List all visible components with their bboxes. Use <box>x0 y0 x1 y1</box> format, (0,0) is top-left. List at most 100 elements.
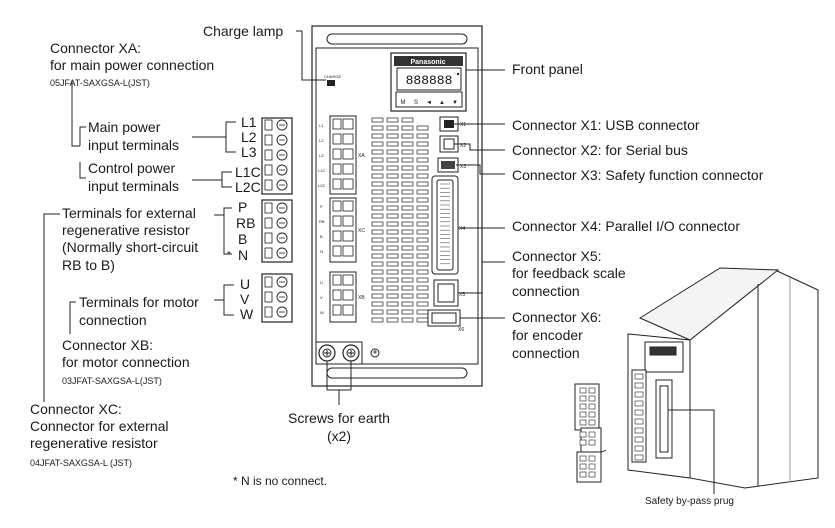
x1-label: Connector X1: USB connector <box>512 117 700 133</box>
ext-res-label-2: regenerative resistor <box>62 222 190 238</box>
terminal-l1: L1 <box>241 114 257 130</box>
iso-plug-pin <box>588 411 596 418</box>
iso-plug-pin <box>579 419 587 426</box>
x3-label: Connector X3: Safety function connector <box>512 167 764 183</box>
iso-pin <box>634 445 644 452</box>
pin-u: U <box>320 280 323 285</box>
iso-plug-pin <box>588 439 596 446</box>
vent-slot <box>386 253 399 259</box>
x5-label-1: Connector X5: <box>512 248 602 264</box>
ext-res-label-4: RB to B) <box>62 257 115 273</box>
vent-slot <box>371 157 384 163</box>
front-panel: Panasonic 888888 M S ◄ ▲ ▼ <box>390 52 467 112</box>
vent-slot <box>401 157 414 163</box>
device-pin-socket <box>342 118 354 130</box>
vent-slot <box>386 229 399 235</box>
plug-latch <box>264 179 273 191</box>
terminal-l3: L3 <box>241 144 257 160</box>
vent-slot <box>416 165 429 171</box>
iso-plug-pin <box>579 463 587 470</box>
vent-slot <box>401 317 414 323</box>
vent-slot <box>371 245 384 251</box>
vent-slot <box>416 181 429 187</box>
device-pin <box>332 133 342 145</box>
iso-pin <box>634 427 644 434</box>
vent-slot <box>401 261 414 267</box>
shift-button: ◄ <box>426 100 432 106</box>
iso-plug-pin <box>588 463 596 470</box>
device-pin <box>332 304 342 316</box>
device-pin <box>332 118 342 130</box>
xb-title: Connector XB: <box>62 337 153 353</box>
motor-label-1: Terminals for motor <box>79 294 199 310</box>
vent-slot <box>401 141 414 147</box>
vent-slot <box>371 285 384 291</box>
vent-slot <box>386 117 399 123</box>
vent-slot <box>386 317 399 323</box>
vent-slot <box>386 205 399 211</box>
terminal-u: U <box>240 276 250 292</box>
iso-pin <box>634 409 644 416</box>
iso-plug-pin <box>579 395 587 402</box>
footnote: * N is no connect. <box>233 474 327 488</box>
mode-button: M <box>401 100 406 106</box>
vent-slot <box>386 301 399 307</box>
vent-slot <box>371 125 384 131</box>
vent-slot <box>371 149 384 155</box>
vent-slot <box>371 309 384 315</box>
vent-slot <box>401 221 414 227</box>
xc-part-number: 04JFAT-SAXGSA-L (JST) <box>30 458 132 468</box>
xc-title: Connector XC: <box>30 401 122 417</box>
vent-slot <box>401 253 414 259</box>
vent-slot <box>416 317 429 323</box>
pin-l2: L2 <box>319 138 324 143</box>
vent-slot <box>386 213 399 219</box>
iso-pin <box>634 373 644 380</box>
vent-slot <box>371 253 384 259</box>
servo-drive-front: CHARGE Panasonic 888888 M S ◄ ▲ ▼ XA L1 … <box>311 25 483 387</box>
charge-lamp-label: Charge lamp <box>203 23 283 39</box>
vent-slot <box>371 165 384 171</box>
xb-part-number: 03JFAT-SAXGSA-L(JST) <box>62 376 162 386</box>
plug-latch <box>264 164 273 176</box>
vent-slot <box>371 205 384 211</box>
set-button: S <box>414 100 418 106</box>
iso-plug-pin <box>579 387 587 394</box>
vent-slot <box>401 229 414 235</box>
pin-l3: L3 <box>319 153 324 158</box>
screws-label-2: (x2) <box>327 428 351 444</box>
x5-label-2: for feedback scale <box>512 265 626 281</box>
vent-slot <box>371 197 384 203</box>
iso-pin <box>634 454 644 461</box>
vent-slot <box>401 205 414 211</box>
vent-slot <box>401 125 414 131</box>
xa-title: Connector XA: <box>50 40 141 56</box>
plug-latch <box>264 247 273 259</box>
ext-res-label-1: Terminals for external <box>62 205 196 221</box>
x6-text: X6 <box>458 327 464 333</box>
iso-plug-pin <box>588 419 596 426</box>
device-connector-xa: XA L1 L2 L3 L1C L2C <box>318 115 365 195</box>
vent-slot <box>401 269 414 275</box>
x2-label: Connector X2: for Serial bus <box>512 142 688 158</box>
x6-label-3: connection <box>512 345 580 361</box>
vent-slot <box>416 253 429 259</box>
seven-seg-display: 888888 <box>406 73 453 88</box>
right-leader-lines <box>454 69 505 319</box>
left-leader-lines <box>43 30 352 405</box>
vent-slot <box>416 269 429 275</box>
earth-screws <box>315 341 380 365</box>
vent-slot <box>401 245 414 251</box>
vent-slot <box>371 277 384 283</box>
vent-slot <box>416 149 429 155</box>
device-pin-socket <box>342 274 354 286</box>
plug-latch <box>264 217 273 229</box>
plug-latch <box>264 291 273 303</box>
terminal-letters: L1 L2 L3 L1C L2C P RB B * N U V W <box>227 114 261 322</box>
pin-l1: L1 <box>319 123 324 128</box>
pin-l1c: L1C <box>318 168 325 173</box>
iso-pin <box>634 391 644 398</box>
vent-slot <box>416 293 429 299</box>
control-power-label-2: input terminals <box>88 178 179 194</box>
